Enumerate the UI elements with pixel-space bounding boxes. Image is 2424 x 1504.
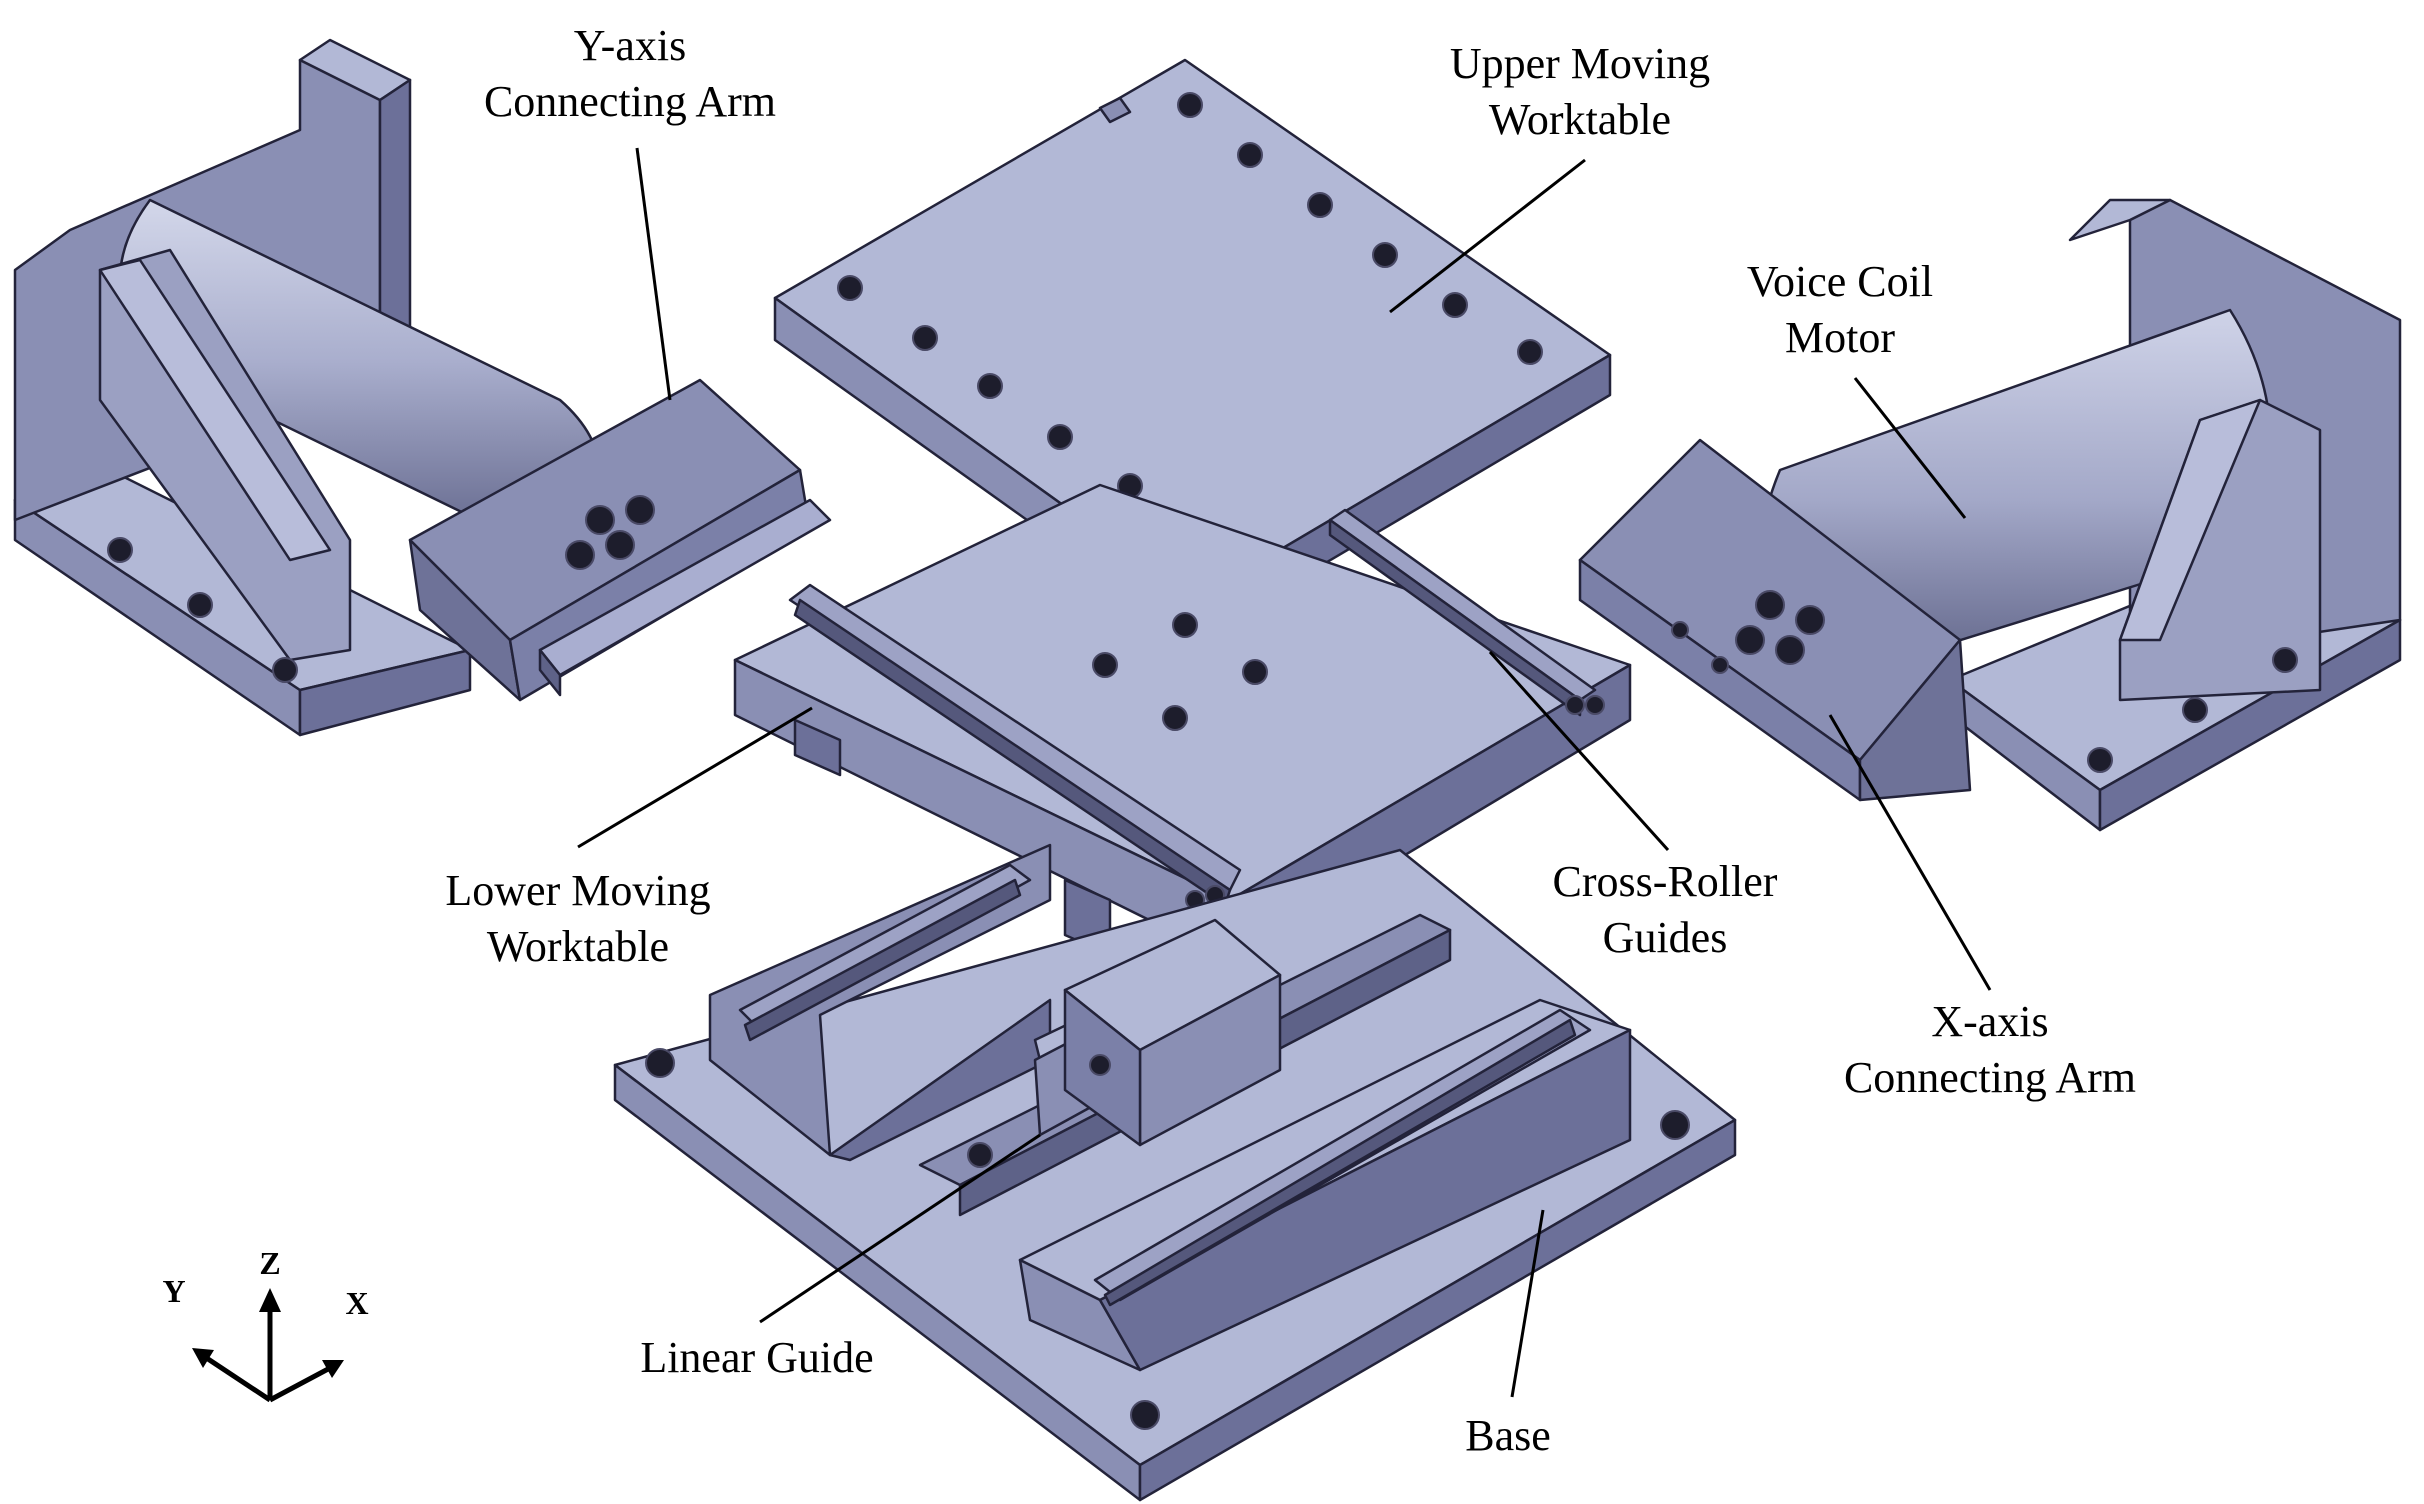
label-linear-guide: Linear Guide <box>640 1133 1041 1382</box>
label-x-axis-connecting-arm: X-axis Connecting Arm <box>1828 714 2136 1102</box>
upper-table-label-line2: Worktable <box>1489 95 1671 144</box>
cross-roller-label-line2: Guides <box>1603 913 1728 962</box>
voice-coil-leader-line <box>1853 377 1967 519</box>
x-arm-label-line2: Connecting Arm <box>1844 1053 2136 1102</box>
label-lower-moving-worktable: Lower Moving Worktable <box>445 706 813 971</box>
upper-table-label-line1: Upper Moving <box>1450 39 1710 88</box>
lower-table-label-line1: Lower Moving <box>445 866 710 915</box>
x-axis-voice-coil-motor <box>1578 198 2402 832</box>
label-y-axis-connecting-arm: Y-axis Connecting Arm <box>484 21 776 401</box>
y-axis-arrow <box>203 1354 272 1403</box>
y-arm-leader-line <box>635 147 672 401</box>
base <box>613 843 1737 1502</box>
coordinate-axes: Z Y X <box>162 1245 369 1403</box>
y-arm-label-line1: Y-axis <box>574 21 686 70</box>
cross-roller-label-line1: Cross-Roller <box>1553 857 1778 906</box>
y-axis-label: Y <box>162 1273 185 1309</box>
x-arrowhead <box>322 1360 344 1378</box>
linear-guide-leader-line <box>759 1133 1041 1324</box>
label-voice-coil-motor: Voice Coil Motor <box>1747 257 1967 519</box>
label-base: Base <box>1465 1209 1551 1460</box>
lower-table-label-line2: Worktable <box>487 922 669 971</box>
lower-moving-worktable <box>733 483 1632 962</box>
base-label: Base <box>1465 1411 1551 1460</box>
y-arm-label-line2: Connecting Arm <box>484 77 776 126</box>
label-upper-moving-worktable: Upper Moving Worktable <box>1389 39 1710 314</box>
x-arm-label-line1: X-axis <box>1931 997 2048 1046</box>
y-axis-voice-coil-motor <box>13 38 832 737</box>
z-arrowhead <box>259 1288 281 1312</box>
x-arm-leader-line <box>1828 714 1992 991</box>
y-arrowhead <box>192 1348 214 1368</box>
upper-table-leader-line <box>1389 158 1586 314</box>
linear-guide-label: Linear Guide <box>640 1333 873 1382</box>
label-cross-roller-guides: Cross-Roller Guides <box>1488 650 1778 962</box>
x-axis-arrow <box>268 1365 332 1403</box>
base-leader-line <box>1510 1209 1545 1398</box>
voice-coil-label-line1: Voice Coil <box>1747 257 1933 306</box>
z-axis-label: Z <box>259 1245 280 1281</box>
voice-coil-label-line2: Motor <box>1785 313 1895 362</box>
x-axis-label: X <box>345 1285 368 1321</box>
cross-roller-leader-line <box>1488 650 1670 852</box>
lower-table-leader-line <box>577 706 813 849</box>
